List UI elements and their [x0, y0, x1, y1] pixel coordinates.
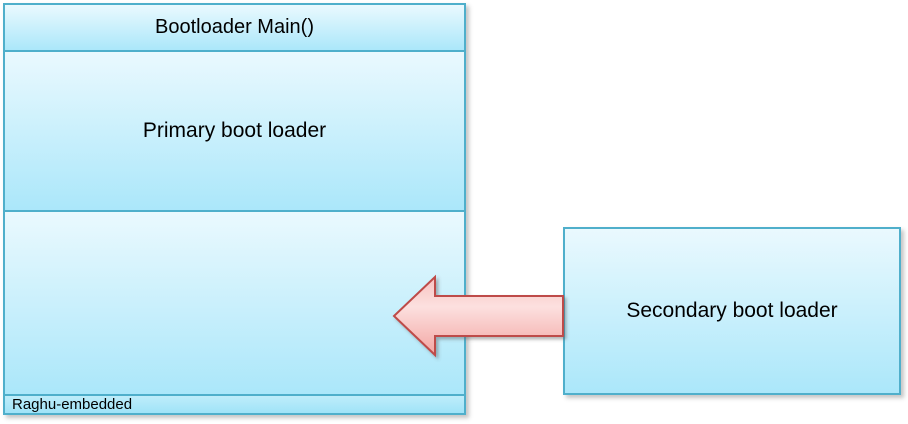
footer-strip: Raghu-embedded: [3, 394, 466, 415]
secondary-boot-loader-label: Secondary boot loader: [626, 299, 838, 322]
left-block-arrow-shape: [392, 274, 564, 358]
secondary-boot-loader-box: Secondary boot loader: [563, 227, 901, 395]
footer-strip-label: Raghu-embedded: [12, 396, 133, 413]
empty-region-box: [3, 210, 466, 396]
primary-boot-loader-label: Primary boot loader: [142, 119, 327, 142]
bootloader-main-box: Bootloader Main(): [3, 3, 466, 52]
primary-boot-loader-box: Primary boot loader: [3, 50, 466, 212]
left-block-arrow-icon: [392, 274, 564, 358]
bootloader-stack: Bootloader Main() Primary boot loader Ra…: [3, 3, 466, 415]
bootloader-main-label: Bootloader Main(): [155, 16, 314, 38]
